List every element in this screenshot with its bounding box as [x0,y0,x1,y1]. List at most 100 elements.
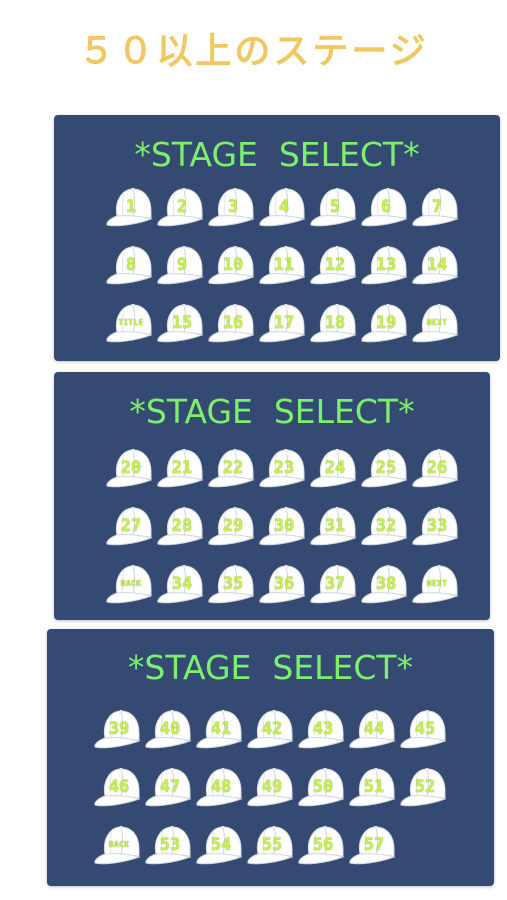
baseball-cap-icon [106,187,153,227]
stage-button-43[interactable]: 43 [297,705,347,753]
stage-button-50[interactable]: 50 [297,763,347,811]
cap-label: 28 [171,516,193,536]
stage-button-1[interactable]: 1 [105,183,155,231]
baseball-cap-icon [349,767,396,807]
baseball-cap-icon [145,709,192,749]
stage-button-17[interactable]: 17 [258,299,308,347]
next-button[interactable]: NEXT [411,299,461,347]
stage-button-29[interactable]: 29 [207,502,257,550]
stage-button-27[interactable]: 27 [105,502,155,550]
cap-label: 57 [363,835,385,855]
title-button[interactable]: TITLE [105,299,155,347]
baseball-cap-icon [361,564,408,604]
cap-label: 4 [278,197,290,217]
cap-label: 44 [363,719,385,739]
baseball-cap-icon [247,709,294,749]
stage-button-32[interactable]: 32 [360,502,410,550]
stage-button-8[interactable]: 8 [105,241,155,289]
stage-button-19[interactable]: 19 [360,299,410,347]
cap-label: 18 [324,313,346,333]
stage-button-55[interactable]: 55 [246,821,296,869]
stage-button-22[interactable]: 22 [207,444,257,492]
stage-button-51[interactable]: 51 [348,763,398,811]
cap-label: 22 [222,458,244,478]
stage-button-15[interactable]: 15 [156,299,206,347]
stage-button-30[interactable]: 30 [258,502,308,550]
stage-button-4[interactable]: 4 [258,183,308,231]
stage-button-14[interactable]: 14 [411,241,461,289]
stage-button-34[interactable]: 34 [156,560,206,608]
baseball-cap-icon [208,303,255,343]
stage-button-3[interactable]: 3 [207,183,257,231]
stage-button-11[interactable]: 11 [258,241,308,289]
stage-button-37[interactable]: 37 [309,560,359,608]
panel-heading: *STAGE SELECT* [127,648,414,687]
cap-label: 7 [431,197,443,217]
stage-button-39[interactable]: 39 [93,705,143,753]
stage-button-28[interactable]: 28 [156,502,206,550]
stage-button-42[interactable]: 42 [246,705,296,753]
baseball-cap-icon [196,709,243,749]
stage-button-26[interactable]: 26 [411,444,461,492]
stage-button-44[interactable]: 44 [348,705,398,753]
baseball-cap-icon [259,245,306,285]
baseball-cap-icon [361,506,408,546]
baseball-cap-icon [259,448,306,488]
baseball-cap-icon [310,564,357,604]
stage-button-12[interactable]: 12 [309,241,359,289]
stage-button-2[interactable]: 2 [156,183,206,231]
stage-button-5[interactable]: 5 [309,183,359,231]
stage-button-21[interactable]: 21 [156,444,206,492]
stage-button-9[interactable]: 9 [156,241,206,289]
stage-button-57[interactable]: 57 [348,821,398,869]
cap-label: 40 [159,719,181,739]
stage-button-31[interactable]: 31 [309,502,359,550]
stage-button-38[interactable]: 38 [360,560,410,608]
stage-button-16[interactable]: 16 [207,299,257,347]
cap-label: 43 [312,719,334,739]
stage-button-18[interactable]: 18 [309,299,359,347]
baseball-cap-icon [208,564,255,604]
stage-button-49[interactable]: 49 [246,763,296,811]
cap-label: 32 [375,516,397,536]
stage-button-45[interactable]: 45 [399,705,449,753]
stage-button-10[interactable]: 10 [207,241,257,289]
cap-label: 24 [324,458,346,478]
stage-button-13[interactable]: 13 [360,241,410,289]
stage-button-24[interactable]: 24 [309,444,359,492]
baseball-cap-icon [208,187,255,227]
stage-button-41[interactable]: 41 [195,705,245,753]
stage-button-23[interactable]: 23 [258,444,308,492]
baseball-cap-icon [106,303,153,343]
cap-label: NEXT [426,318,448,327]
stage-button-25[interactable]: 25 [360,444,410,492]
cap-label: 2 [176,197,188,217]
back-button[interactable]: BACK [105,560,155,608]
cap-label: 17 [273,313,295,333]
stage-button-6[interactable]: 6 [360,183,410,231]
stage-button-56[interactable]: 56 [297,821,347,869]
stage-button-52[interactable]: 52 [399,763,449,811]
baseball-cap-icon [157,564,204,604]
cap-label: 52 [414,777,436,797]
cap-label: 48 [210,777,232,797]
stage-button-48[interactable]: 48 [195,763,245,811]
stage-button-40[interactable]: 40 [144,705,194,753]
stage-button-53[interactable]: 53 [144,821,194,869]
cap-label: 30 [273,516,295,536]
stage-button-7[interactable]: 7 [411,183,461,231]
stage-button-54[interactable]: 54 [195,821,245,869]
baseball-cap-icon [157,506,204,546]
stage-button-33[interactable]: 33 [411,502,461,550]
stage-button-46[interactable]: 46 [93,763,143,811]
back-button[interactable]: BACK [93,821,143,869]
stage-button-35[interactable]: 35 [207,560,257,608]
stage-button-36[interactable]: 36 [258,560,308,608]
baseball-cap-icon [157,448,204,488]
stage-button-47[interactable]: 47 [144,763,194,811]
page-title: ５０以上のステージ [78,31,429,72]
next-button[interactable]: NEXT [411,560,461,608]
stage-button-20[interactable]: 20 [105,444,155,492]
